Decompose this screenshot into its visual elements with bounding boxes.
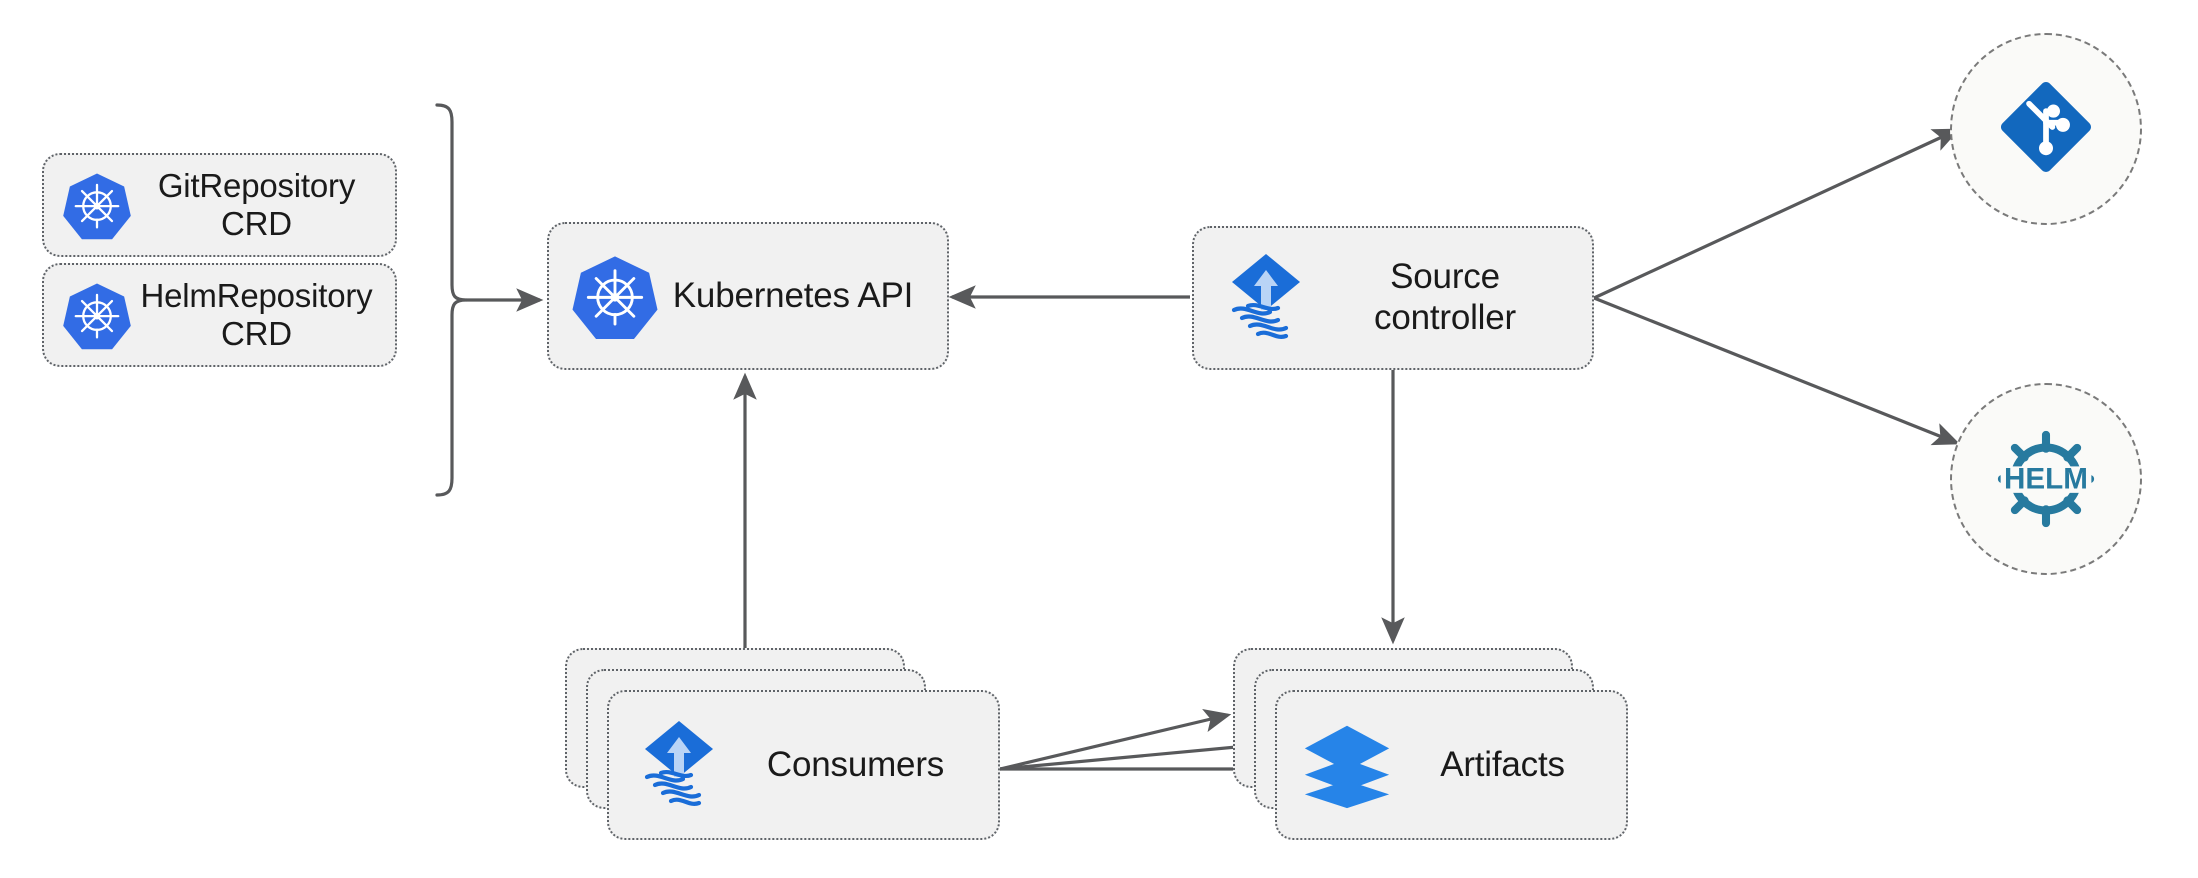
node-helm-provider[interactable]: HELM <box>1950 383 2142 575</box>
node-git-provider[interactable] <box>1950 33 2142 225</box>
kubernetes-icon <box>569 250 661 342</box>
kubernetes-icon <box>58 166 136 244</box>
node-label-line1: HelmRepository <box>140 276 373 314</box>
kubernetes-icon <box>58 276 136 354</box>
git-icon <box>1993 74 2099 185</box>
node-label-line1: GitRepository <box>157 166 356 204</box>
node-label: Kubernetes API <box>672 275 914 315</box>
node-label: Consumers <box>766 744 945 784</box>
layers-icon <box>1295 713 1399 817</box>
flux-source-controller-icon <box>1214 246 1318 350</box>
node-label-line2: controller <box>1374 298 1516 337</box>
node-artifacts[interactable]: Artifacts <box>1275 690 1628 840</box>
helm-icon: HELM <box>1983 416 2109 542</box>
edge-consumers-to-artifacts-back <box>999 709 1232 771</box>
node-label: GitRepository CRD <box>140 167 381 244</box>
node-label: Artifacts <box>1440 744 1565 784</box>
node-label-line2: CRD <box>221 205 292 242</box>
edge-consumers-to-artifacts-middle <box>999 735 1262 771</box>
flux-source-controller-icon <box>627 713 731 817</box>
node-helm-repository-crd[interactable]: HelmRepository CRD <box>42 263 397 367</box>
edge-source-controller-to-git <box>1593 128 1961 300</box>
crd-group-brace <box>435 103 468 497</box>
edge-source-controller-to-helm <box>1593 296 1961 446</box>
node-label-line1: Source <box>1390 257 1500 297</box>
helm-wordmark: HELM <box>2004 462 2088 495</box>
node-label: HelmRepository CRD <box>140 277 381 354</box>
node-label: Source controller <box>1326 257 1572 338</box>
node-source-controller[interactable]: Source controller <box>1192 226 1594 370</box>
node-consumers[interactable]: Consumers <box>607 690 1000 840</box>
node-label-line2: CRD <box>221 315 292 352</box>
node-kubernetes-api[interactable]: Kubernetes API <box>547 222 949 370</box>
node-git-repository-crd[interactable]: GitRepository CRD <box>42 153 397 257</box>
